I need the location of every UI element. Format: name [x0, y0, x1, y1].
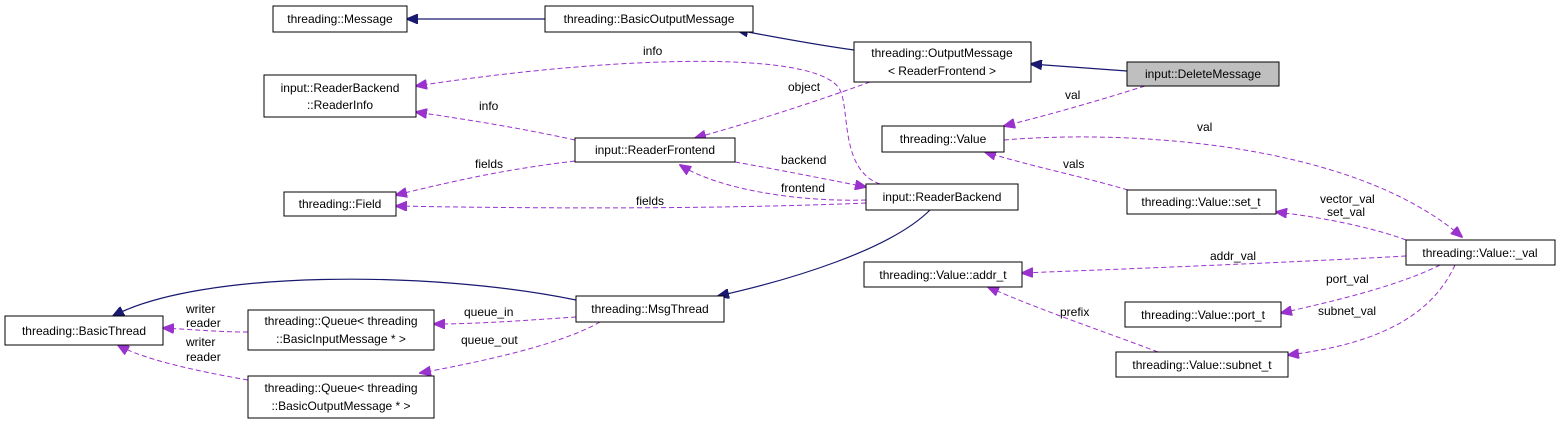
node-label-line2: < ReaderFrontend >: [888, 64, 996, 78]
node-input-readerfrontend[interactable]: input::ReaderFrontend: [574, 137, 736, 163]
node-label: threading::Value::addr_t: [879, 268, 1007, 282]
node-threading-value-set-t[interactable]: threading::Value::set_t: [1126, 189, 1277, 215]
edge-fields-frontend: [396, 160, 576, 195]
node-label: input::ReaderFrontend: [595, 143, 715, 157]
edge-label-reader-in: reader: [186, 316, 221, 330]
edge-label-fields-backend: fields: [636, 194, 664, 208]
edge-msgthread-to-basicthread: [113, 278, 577, 316]
edge-label-writer-in: writer: [185, 302, 215, 316]
edge-writer-reader-in: [163, 328, 249, 332]
node-label: threading::Value::_val: [1422, 246, 1537, 260]
edge-vals: [985, 152, 1129, 191]
node-label: threading::BasicOutputMessage: [564, 12, 735, 26]
node-label: threading::Value: [900, 132, 987, 146]
edge-label-set-val: set_val: [1327, 205, 1365, 219]
edge-addr-val: [1022, 255, 1407, 273]
edge-val-right: [1003, 136, 1462, 237]
node-label: input::DeleteMessage: [1145, 67, 1261, 81]
node-label: threading::BasicThread: [22, 324, 146, 338]
edge-prefix: [988, 287, 1159, 353]
node-label: threading::Field: [299, 197, 382, 211]
node-label-line2: ::BasicInputMessage * >: [276, 332, 406, 346]
edge-label-info-top: info: [643, 44, 663, 58]
node-input-deletemessage[interactable]: input::DeleteMessage: [1126, 61, 1280, 87]
edge-fields-backend: [396, 203, 867, 208]
node-label: threading::Value::set_t: [1141, 195, 1261, 209]
node-threading-value-port-t[interactable]: threading::Value::port_t: [1124, 301, 1282, 328]
node-label: threading::Value::port_t: [1141, 308, 1266, 322]
edge-backend: [734, 161, 866, 187]
node-label-line1: input::ReaderBackend: [281, 81, 400, 95]
edge-info-frontend: [416, 112, 576, 141]
edge-port-val: [1281, 264, 1441, 313]
edge-frontend: [680, 165, 867, 201]
node-label: input::ReaderBackend: [883, 190, 1002, 204]
edge-label-vals: vals: [1063, 157, 1084, 171]
edge-deletemessage-to-outputmessage: [1031, 64, 1128, 72]
edge-label-subnet-val: subnet_val: [1318, 304, 1376, 318]
edge-label-queue-out: queue_out: [461, 333, 518, 347]
node-threading-value-addr-t[interactable]: threading::Value::addr_t: [863, 261, 1023, 288]
node-threading-outputmessage[interactable]: threading::OutputMessage < ReaderFronten…: [853, 41, 1032, 83]
edge-info-top: [416, 60, 881, 185]
node-label-line1: threading::Queue< threading: [264, 381, 417, 395]
inheritance-edges: [113, 19, 1128, 316]
edge-label-addr-val: addr_val: [1210, 249, 1256, 263]
node-label: threading::Value::subnet_t: [1132, 358, 1272, 372]
node-threading-value[interactable]: threading::Value: [881, 125, 1005, 153]
node-threading-field[interactable]: threading::Field: [283, 191, 397, 217]
node-threading-queue-basicoutputmessage[interactable]: threading::Queue< threading ::BasicOutpu…: [247, 375, 435, 419]
edge-vector-set-val: [1276, 212, 1407, 241]
node-label-line1: threading::Queue< threading: [264, 314, 417, 328]
edge-labels: info object val info val fields backend …: [185, 44, 1376, 364]
edge-readerbackend-to-msgthread: [718, 209, 931, 296]
node-label-line2: ::ReaderInfo: [307, 98, 373, 112]
node-label-line2: ::BasicOutputMessage * >: [271, 399, 410, 413]
node-input-readerbackend[interactable]: input::ReaderBackend: [865, 183, 1019, 211]
edge-label-fields-frontend: fields: [475, 157, 503, 171]
edge-label-info-frontend: info: [479, 99, 499, 113]
edge-label-queue-in: queue_in: [464, 305, 513, 319]
edge-subnet-val: [1288, 264, 1456, 355]
edge-object: [695, 81, 871, 138]
edge-label-backend: backend: [781, 153, 826, 167]
node-threading-value-subnet-t[interactable]: threading::Value::subnet_t: [1115, 351, 1289, 378]
edge-label-reader-out: reader: [186, 350, 221, 364]
node-input-readerbackend-readerinfo[interactable]: input::ReaderBackend ::ReaderInfo: [263, 74, 417, 118]
edge-label-port-val: port_val: [1326, 272, 1369, 286]
edge-label-val-right: val: [1197, 120, 1212, 134]
node-label: threading::Message: [287, 12, 393, 26]
edge-queue-out: [420, 321, 601, 373]
usage-edges: [118, 60, 1462, 381]
edge-outputmessage-to-basicoutputmessage: [737, 30, 855, 51]
edge-label-prefix: prefix: [1060, 305, 1089, 319]
node-label: threading::MsgThread: [591, 302, 708, 316]
node-threading-queue-basicinputmessage[interactable]: threading::Queue< threading ::BasicInput…: [247, 309, 435, 351]
node-threading-message[interactable]: threading::Message: [272, 5, 408, 33]
edge-label-frontend: frontend: [781, 181, 825, 195]
edge-label-val-top: val: [1065, 88, 1080, 102]
edge-label-vector-val: vector_val: [1320, 192, 1375, 206]
node-threading-basicthread[interactable]: threading::BasicThread: [4, 315, 164, 346]
edge-label-object: object: [788, 80, 821, 94]
edge-label-writer-out: writer: [185, 335, 215, 349]
node-threading-value-val[interactable]: threading::Value::_val: [1405, 239, 1556, 266]
edge-writer-reader-out: [118, 345, 249, 381]
node-threading-basicoutputmessage[interactable]: threading::BasicOutputMessage: [544, 5, 754, 33]
node-label-line1: threading::OutputMessage: [871, 46, 1013, 60]
node-threading-msgthread[interactable]: threading::MsgThread: [575, 295, 725, 323]
